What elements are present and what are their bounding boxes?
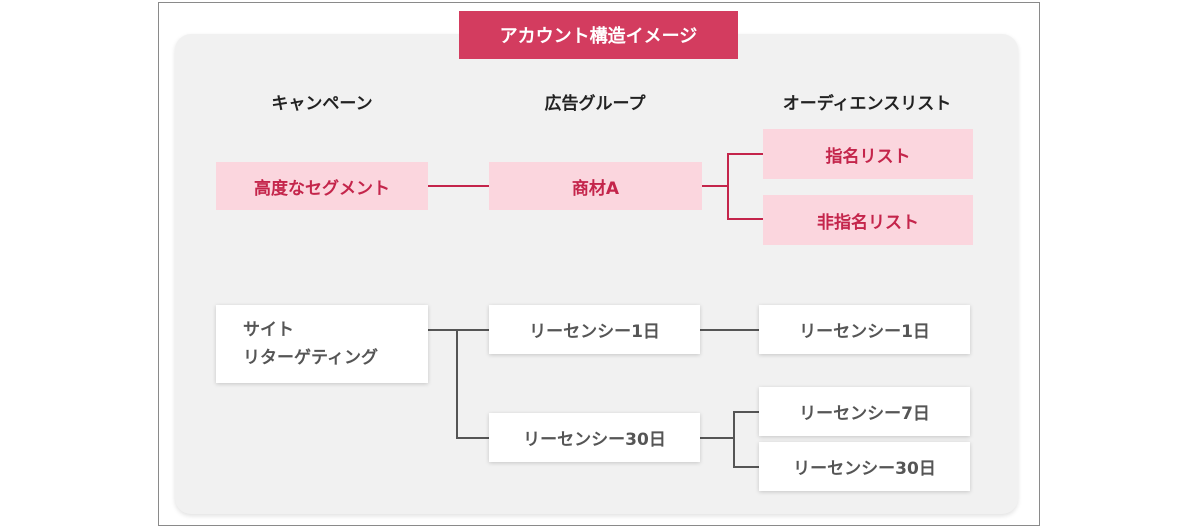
campaign-label-line-2: リターゲティング <box>243 348 378 368</box>
connector-adgroup1-to-audience1 <box>700 329 760 331</box>
column-header-ad-group: 広告グループ <box>544 93 646 114</box>
audience-box-recency-30: リーセンシー30日 <box>759 442 970 491</box>
connector-branch-audience-2 <box>727 218 763 220</box>
connector-branch-vertical <box>727 153 729 220</box>
connector-branch-audience-7 <box>733 411 760 413</box>
audience-box-recency-1: リーセンシー1日 <box>759 305 970 354</box>
campaign-label-line-1: サイト <box>243 320 294 340</box>
connector-retargeting-to-adgroup-30 <box>456 437 490 439</box>
column-header-audience-list: オーディエンスリスト <box>782 93 952 114</box>
adgroup-box-product-a: 商材A <box>489 162 702 210</box>
adgroup-box-recency-30: リーセンシー30日 <box>489 413 700 462</box>
connector-adgroup30-branch-vertical <box>733 411 735 468</box>
campaign-box-site-retargeting: サイト リターゲティング <box>216 305 428 383</box>
connector-campaign-to-adgroup <box>428 185 490 187</box>
audience-box-recency-7: リーセンシー7日 <box>759 387 970 436</box>
audience-box-nonbranded-list: 非指名リスト <box>763 195 973 245</box>
connector-retargeting-vertical <box>456 329 458 439</box>
connector-branch-audience-1 <box>727 153 763 155</box>
campaign-box-advanced-segment: 高度なセグメント <box>216 162 428 210</box>
connector-adgroup30-trunk <box>700 437 734 439</box>
connector-adgroup-trunk <box>702 185 728 187</box>
connector-branch-audience-30 <box>733 466 760 468</box>
audience-box-branded-list: 指名リスト <box>763 129 973 179</box>
adgroup-box-recency-1: リーセンシー1日 <box>489 305 700 354</box>
connector-retargeting-to-adgroup-1 <box>428 329 490 331</box>
column-header-campaign: キャンペーン <box>271 93 373 114</box>
diagram-title: アカウント構造イメージ <box>459 11 738 59</box>
